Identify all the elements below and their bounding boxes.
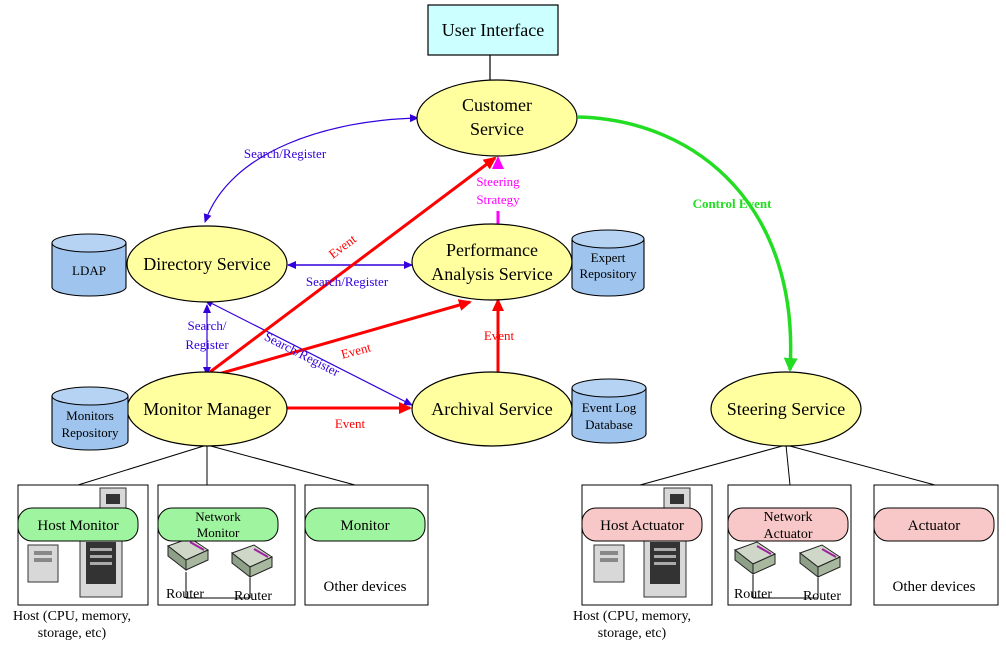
router-icon	[166, 537, 210, 572]
edge-customer-directory	[203, 114, 419, 223]
event-log-database-cylinder: Event Log Database	[571, 378, 647, 444]
host-caption-2: storage, etc)	[598, 626, 667, 641]
label-event-customer: Event	[326, 231, 360, 261]
other-device-box	[304, 484, 429, 606]
actuator-pill	[873, 507, 995, 542]
user-interface-box	[427, 4, 559, 56]
edge-customer-steering	[577, 115, 798, 372]
label-directory-monitor-1: Search/	[188, 318, 227, 333]
label-directory-monitor-2: Register	[185, 337, 229, 352]
other-devices-label: Other devices	[893, 579, 976, 595]
label-event-performance: Event	[339, 339, 373, 361]
router-icon	[230, 544, 274, 579]
monitor-pill	[304, 507, 426, 542]
network-monitor-label-1: Network	[195, 509, 241, 524]
host-monitor-pill	[17, 507, 139, 542]
label-event-archival-perf: Event	[484, 328, 515, 343]
customer-service-label-2: Service	[470, 119, 524, 139]
other-devices-label: Other devices	[324, 579, 407, 595]
archival-service-label: Archival Service	[431, 399, 552, 419]
ldap-label: LDAP	[72, 263, 106, 278]
label-steering-strategy-2: Strategy	[476, 192, 520, 207]
customer-service-label-1: Customer	[462, 95, 532, 115]
actuator-label: Actuator	[908, 518, 960, 534]
label-steering-strategy-1: Steering	[476, 174, 520, 189]
router-icon	[733, 541, 777, 576]
label-event-archival: Event	[335, 416, 366, 431]
user-interface-label: User Interface	[442, 20, 544, 40]
expert-repository-label-2: Repository	[579, 266, 637, 281]
host-caption-1: Host (CPU, memory,	[573, 609, 691, 624]
label-directory-archival: Search/Register	[262, 329, 343, 380]
steering-tree-lines	[639, 444, 936, 486]
monitor-manager-label: Monitor Manager	[143, 399, 270, 419]
monitors-repository-label-2: Repository	[61, 425, 119, 440]
directory-service-node	[126, 225, 288, 303]
edge-monitor-customer	[209, 156, 497, 374]
monitors-repository-label-1: Monitors	[66, 408, 114, 423]
other-actuator-box	[873, 484, 999, 606]
directory-service-label: Directory Service	[143, 254, 270, 274]
host-actuator-pill	[581, 507, 703, 542]
host-actuator-label: Host Actuator	[600, 518, 684, 534]
monitor-label: Monitor	[340, 518, 389, 534]
router-icon	[798, 544, 842, 579]
ldap-cylinder: LDAP	[51, 233, 127, 297]
network-actuator-pill	[727, 507, 849, 542]
host-caption-2: storage, etc)	[38, 626, 107, 641]
performance-analysis-label-1: Performance	[446, 240, 538, 260]
host-caption-1: Host (CPU, memory,	[13, 609, 131, 624]
monitor-tree-lines	[77, 444, 356, 486]
expert-repository-cylinder: Expert Repository	[571, 229, 645, 297]
label-directory-performance: Search/Register	[306, 274, 389, 289]
performance-analysis-label-2: Analysis Service	[431, 264, 552, 284]
router-label: Router	[234, 589, 272, 604]
steering-service-label: Steering Service	[727, 399, 845, 419]
edge-directory-archival	[204, 299, 413, 406]
router-label: Router	[166, 587, 204, 602]
router-label: Router	[803, 589, 841, 604]
router-label: Router	[734, 587, 772, 602]
steering-service-node	[710, 371, 862, 447]
network-actuator-label-1: Network	[764, 510, 813, 525]
host-monitor-label: Host Monitor	[37, 518, 118, 534]
network-monitor-pill	[157, 507, 279, 542]
label-control-event: Control Event	[693, 196, 773, 211]
network-actuator-label-2: Actuator	[764, 527, 813, 542]
label-customer-directory: Search/Register	[244, 146, 327, 161]
edge-monitor-performance	[214, 299, 472, 377]
network-monitor-label-2: Monitor	[197, 525, 240, 540]
customer-service-node	[416, 79, 578, 157]
event-log-label-2: Database	[585, 417, 633, 432]
event-log-label-1: Event Log	[582, 400, 637, 415]
monitors-repository-cylinder: Monitors Repository	[51, 386, 129, 451]
expert-repository-label-1: Expert	[591, 250, 626, 265]
performance-analysis-node	[411, 223, 573, 301]
